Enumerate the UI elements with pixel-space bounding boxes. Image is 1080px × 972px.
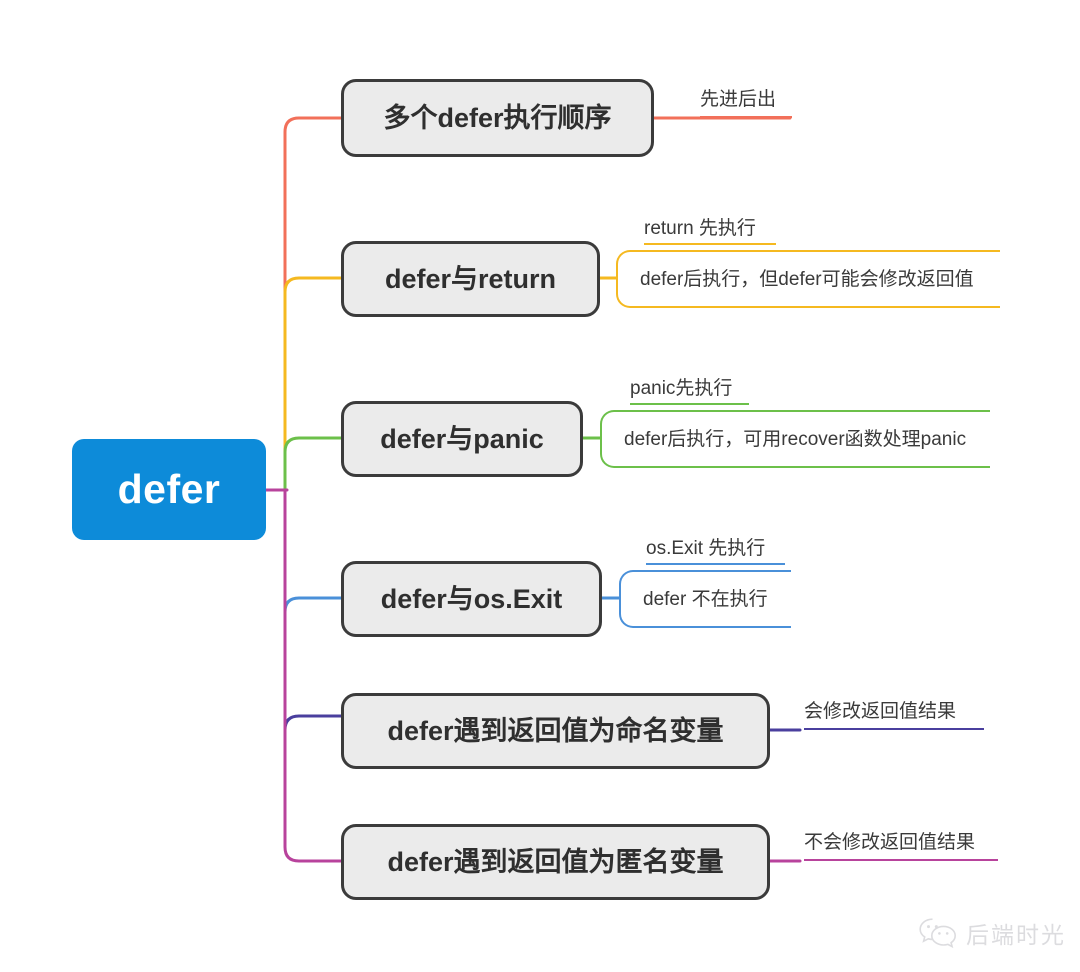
wire-branch-3 <box>283 436 343 492</box>
topic-node-2-label: defer与return <box>384 263 557 294</box>
topic-node-5[interactable]: defer遇到返回值为命名变量 <box>341 693 770 769</box>
topic-node-6[interactable]: defer遇到返回值为匿名变量 <box>341 824 770 900</box>
leaf-node-4-1-label: os.Exit 先执行 <box>646 537 766 559</box>
leaf-node-2-1[interactable]: return 先执行 <box>644 211 776 245</box>
topic-node-4[interactable]: defer与os.Exit <box>341 561 602 637</box>
leaf-node-3-2-label: defer后执行，可用recover函数处理panic <box>624 428 967 450</box>
leaf-node-3-1-label: panic先执行 <box>630 377 733 399</box>
leaf-node-4-2-label: defer 不在执行 <box>643 588 768 610</box>
topic-node-1-label: 多个defer执行顺序 <box>383 102 612 133</box>
leaf-node-2-2[interactable]: defer后执行，但defer可能会修改返回值 <box>616 250 1000 308</box>
topic-node-6-label: defer遇到返回值为匿名变量 <box>387 846 724 877</box>
leaf-node-5-1-label: 会修改返回值结果 <box>804 700 957 722</box>
topic-node-4-label: defer与os.Exit <box>380 583 563 614</box>
leaf-node-6-1-label: 不会修改返回值结果 <box>804 831 976 853</box>
leaf-node-1-1-underline <box>700 116 792 118</box>
leaf-node-4-1[interactable]: os.Exit 先执行 <box>646 531 785 565</box>
topic-node-3-label: defer与panic <box>380 423 544 454</box>
leaf-node-2-1-label: return 先执行 <box>644 217 756 239</box>
wire-branch-2 <box>283 276 343 492</box>
leaf-node-3-1-underline <box>630 403 749 405</box>
leaf-node-4-2[interactable]: defer 不在执行 <box>619 570 791 628</box>
wire-branch-5 <box>283 488 343 731</box>
leaf-node-1-1[interactable]: 先进后出 <box>700 80 792 118</box>
leaf-node-3-2[interactable]: defer后执行，可用recover函数处理panic <box>600 410 990 468</box>
topic-node-2[interactable]: defer与return <box>341 241 600 317</box>
wechat-icon <box>919 918 957 949</box>
wire-branch-1 <box>283 116 343 492</box>
wire-branch-6 <box>283 488 343 863</box>
leaf-node-5-1-underline <box>804 728 984 730</box>
watermark-label: 后端时光 <box>966 922 1066 948</box>
watermark: 后端时光 <box>918 916 1066 950</box>
leaf-node-3-1[interactable]: panic先执行 <box>630 371 749 405</box>
topic-node-5-label: defer遇到返回值为命名变量 <box>387 715 724 746</box>
leaf-node-6-1-underline <box>804 859 998 861</box>
wire-branch-4 <box>283 488 343 613</box>
leaf-node-1-1-label: 先进后出 <box>700 88 777 110</box>
leaf-node-5-1[interactable]: 会修改返回值结果 <box>804 692 984 730</box>
topic-node-1[interactable]: 多个defer执行顺序 <box>341 79 654 157</box>
leaf-node-2-1-underline <box>644 243 776 245</box>
root-node-label: defer <box>117 466 221 512</box>
root-node[interactable]: defer <box>72 439 266 540</box>
leaf-node-6-1[interactable]: 不会修改返回值结果 <box>804 823 998 861</box>
leaf-node-4-1-underline <box>646 563 785 565</box>
leaf-node-2-2-label: defer后执行，但defer可能会修改返回值 <box>640 268 974 290</box>
topic-node-3[interactable]: defer与panic <box>341 401 583 477</box>
